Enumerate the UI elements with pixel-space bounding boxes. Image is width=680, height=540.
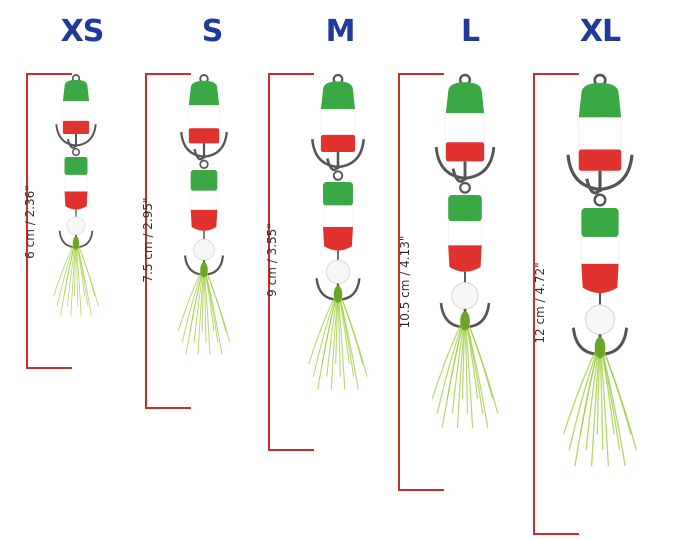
dimension-text-s: 7.5 cm / 2.95" [141,197,155,283]
measure-bracket-xl [533,73,579,535]
measure-bracket-xs [26,73,72,369]
dimension-text-xs: 6 cm / 2.36" [23,185,37,259]
size-label-xl: XL [579,14,621,49]
lure-l [431,73,499,428]
dimension-text-m: 9 cm / 3.55" [265,223,279,297]
lure-xl [563,73,637,467]
lure-s [177,74,231,355]
size-label-xs: XS [60,14,105,49]
dimension-text-xl: 12 cm / 4.72" [533,262,547,344]
size-label-m: M [325,14,356,49]
lure-m [308,73,368,390]
measure-bracket-l [398,73,444,491]
dimension-text-l: 10.5 cm / 4.13" [398,235,412,329]
measure-bracket-m [268,73,314,451]
size-label-s: S [201,14,224,49]
measure-bracket-s [145,73,191,409]
size-label-l: L [460,14,480,49]
lure-xs [53,74,99,317]
